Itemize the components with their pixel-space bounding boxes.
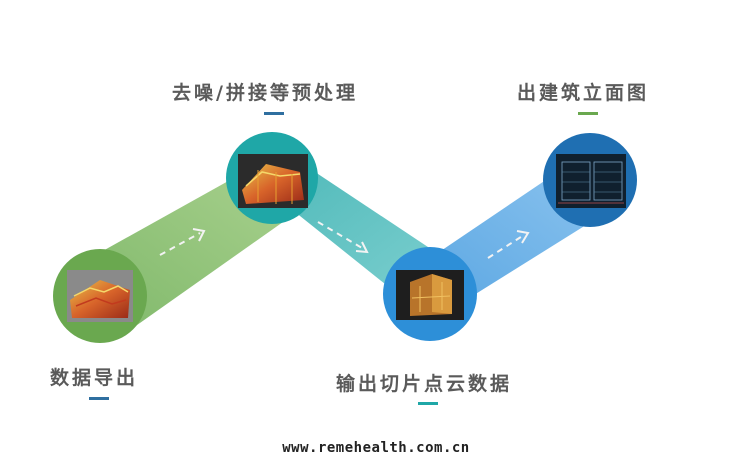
step-4-node [543,133,637,227]
site-watermark: www.remehealth.com.cn [282,440,470,456]
step-2-node [226,132,318,224]
point-cloud-thumbnail-2 [238,154,308,208]
step-4-label: 出建筑立面图 [517,82,650,104]
elevation-drawing-thumbnail [556,154,626,208]
arrow-1-icon [159,228,206,256]
step-1-underline [89,397,109,400]
step-3-label: 输出切片点云数据 [336,373,513,395]
step-1-label: 数据导出 [50,367,139,389]
step-4-underline [578,112,598,115]
step-2-underline [264,112,284,115]
arrow-2-icon [317,221,369,254]
step-3-underline [418,402,438,405]
arrow-3-icon [487,230,530,259]
point-cloud-thumbnail-1 [67,270,133,322]
step-1-node [53,249,147,343]
point-cloud-thumbnail-3 [396,270,464,320]
step-3-node [383,247,477,341]
step-2-label: 去噪/拼接等预处理 [172,82,358,104]
